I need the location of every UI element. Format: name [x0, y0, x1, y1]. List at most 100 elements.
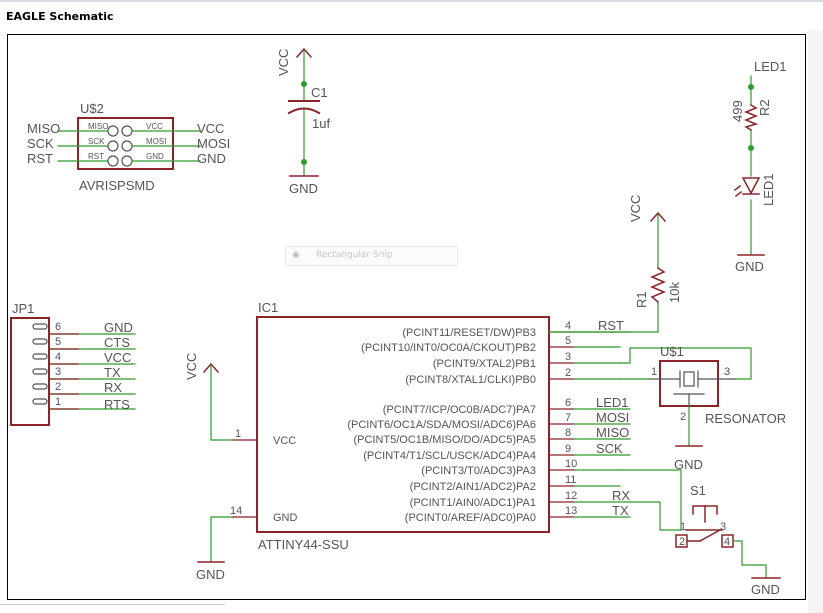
ic-net-label-13: TX: [612, 503, 629, 518]
c1-junction-top: [301, 81, 307, 87]
ic-pin-num-7: 7: [565, 412, 571, 424]
ic-pin-num-10: 10: [565, 458, 577, 470]
snip-label: Rectangular Snip: [316, 250, 393, 260]
r1-value: 10k: [667, 282, 682, 303]
ic-net-label-6: LED1: [596, 395, 629, 410]
isp-pin-miso: MISO: [88, 122, 108, 131]
window-title: EAGLE Schematic: [6, 10, 114, 23]
res-pin2: 2: [680, 411, 686, 423]
ic-pin14-name: GND: [273, 512, 298, 524]
c1-value: 1uf: [312, 116, 330, 131]
sw-pin3: 3: [720, 521, 726, 533]
ic-pin-num-13: 13: [565, 505, 577, 517]
ic-pin-name-10: (PCINT3/T0/ADC3)PA3: [421, 465, 536, 477]
right-net-wires: [548, 331, 752, 531]
c1-plate-bottom: [287, 107, 321, 115]
led-ref: LED1: [761, 173, 776, 206]
ic-name: ATTINY44-SSU: [258, 537, 349, 552]
sw-gnd-wire: [732, 540, 767, 579]
r1-vcc-label: VCC: [628, 195, 643, 222]
isp-net-miso: MISO: [27, 121, 60, 136]
c1-vcc-label: VCC: [276, 49, 291, 76]
r1-ref: R1: [634, 291, 649, 308]
snip-icon: ◉: [292, 250, 300, 260]
c1-junction-bottom: [301, 159, 307, 165]
jp1-net-vcc: VCC: [104, 350, 131, 365]
res-name: RESONATOR: [705, 411, 786, 426]
res-ref: U$1: [660, 344, 684, 359]
jp1-ref: JP1: [12, 301, 34, 316]
ic-pin-name-11: (PCINT2/AIN1/ADC2)PA2: [410, 481, 536, 493]
jp1-pin-num-2: 2: [55, 381, 61, 393]
ic-net-label-4: RST: [598, 318, 624, 333]
r2-zigzag: [743, 103, 759, 132]
isp-pin-rst: RST: [88, 152, 104, 161]
ic-net-label-8: MISO: [596, 425, 629, 440]
c1-vcc-symbol: [295, 47, 313, 59]
jp1-pin-num-1: 1: [55, 396, 61, 408]
isp-net-rst: RST: [27, 151, 53, 166]
sw-pin2: 2: [679, 536, 685, 548]
isp-wires: [57, 130, 201, 162]
sw-body: [675, 505, 734, 548]
ic-pin-name-7: (PCINT6/OC1A/SDA/MOSI/ADC6)PA6: [347, 419, 536, 431]
led-gnd-label: GND: [735, 259, 764, 274]
right-scroll-area: [808, 30, 823, 613]
isp-ref: U$2: [80, 101, 104, 116]
r2-value: 499: [730, 100, 745, 122]
bottom-divider: [0, 604, 225, 613]
jp1-net-rx: RX: [104, 380, 122, 395]
ic-vcc-symbol: [202, 362, 220, 374]
sw-gnd-label: GND: [751, 582, 780, 597]
ic-net-label-12: RX: [612, 488, 630, 503]
ic-pin-num-5: 5: [565, 335, 571, 347]
res-pin3: 3: [724, 366, 730, 378]
isp-net-sck: SCK: [27, 136, 54, 151]
ic-pin-num-2: 2: [565, 367, 571, 379]
sw-pin4: 4: [724, 536, 730, 548]
r1-zigzag: [650, 266, 666, 304]
jp1-pin-num-3: 3: [55, 366, 61, 378]
jp1-pin-num-5: 5: [55, 336, 61, 348]
ic-pin1-num: 1: [235, 428, 241, 440]
jp1-net-gnd: GND: [104, 320, 133, 335]
ic-pin-num-11: 11: [565, 474, 576, 486]
r2-ref: R2: [757, 99, 772, 116]
jp1-body: [10, 317, 50, 426]
rectangular-snip-overlay[interactable]: ◉ Rectangular Snip: [285, 246, 458, 266]
jp1-net-rts: RTS: [104, 397, 130, 412]
ic-gnd-supply-label: GND: [196, 567, 225, 582]
ic-vcc-supply-label: VCC: [184, 353, 199, 380]
ic-pin-num-9: 9: [565, 443, 571, 455]
ic-pin-num-6: 6: [565, 397, 571, 409]
isp-pin-mosi: MOSI: [146, 137, 166, 146]
jp1-net-tx: TX: [104, 365, 121, 380]
isp-pads: [107, 125, 133, 167]
ic-pin1-name: VCC: [273, 435, 296, 447]
ic-pin-name-8: (PCINT5/OC1B/MISO/DO/ADC5)PA5: [353, 434, 536, 446]
res-gnd-label: GND: [674, 457, 703, 472]
led-net-label: LED1: [754, 59, 787, 74]
isp-header-body: [77, 117, 174, 170]
ic-pin-name-3: (PCINT9/XTAL2)PB1: [433, 358, 536, 370]
ic-gnd-wire: [210, 516, 234, 563]
sw-ref: S1: [690, 483, 706, 498]
ic-pin-num-3: 3: [565, 351, 571, 363]
ic-pin-num-4: 4: [565, 320, 571, 332]
ic-pin14-num: 14: [230, 505, 242, 517]
ic-net-label-7: MOSI: [596, 410, 629, 425]
isp-net-gnd: GND: [197, 151, 226, 166]
c1-gnd-label: GND: [289, 181, 318, 196]
ic-pin-name-6: (PCINT7/ICP/OC0B/ADC7)PA7: [383, 404, 536, 416]
led-junction-top: [748, 84, 754, 90]
isp-name: AVRISPSMD: [79, 178, 155, 193]
isp-pin-vcc: VCC: [146, 122, 163, 131]
ic-pin-num-8: 8: [565, 427, 571, 439]
isp-net-mosi: MOSI: [197, 136, 230, 151]
r1-vcc-symbol: [649, 211, 667, 223]
jp1-net-cts: CTS: [104, 335, 130, 350]
res-pin1: 1: [651, 366, 657, 378]
ic-pin-name-12: (PCINT1/AIN0/ADC1)PA1: [410, 497, 536, 509]
